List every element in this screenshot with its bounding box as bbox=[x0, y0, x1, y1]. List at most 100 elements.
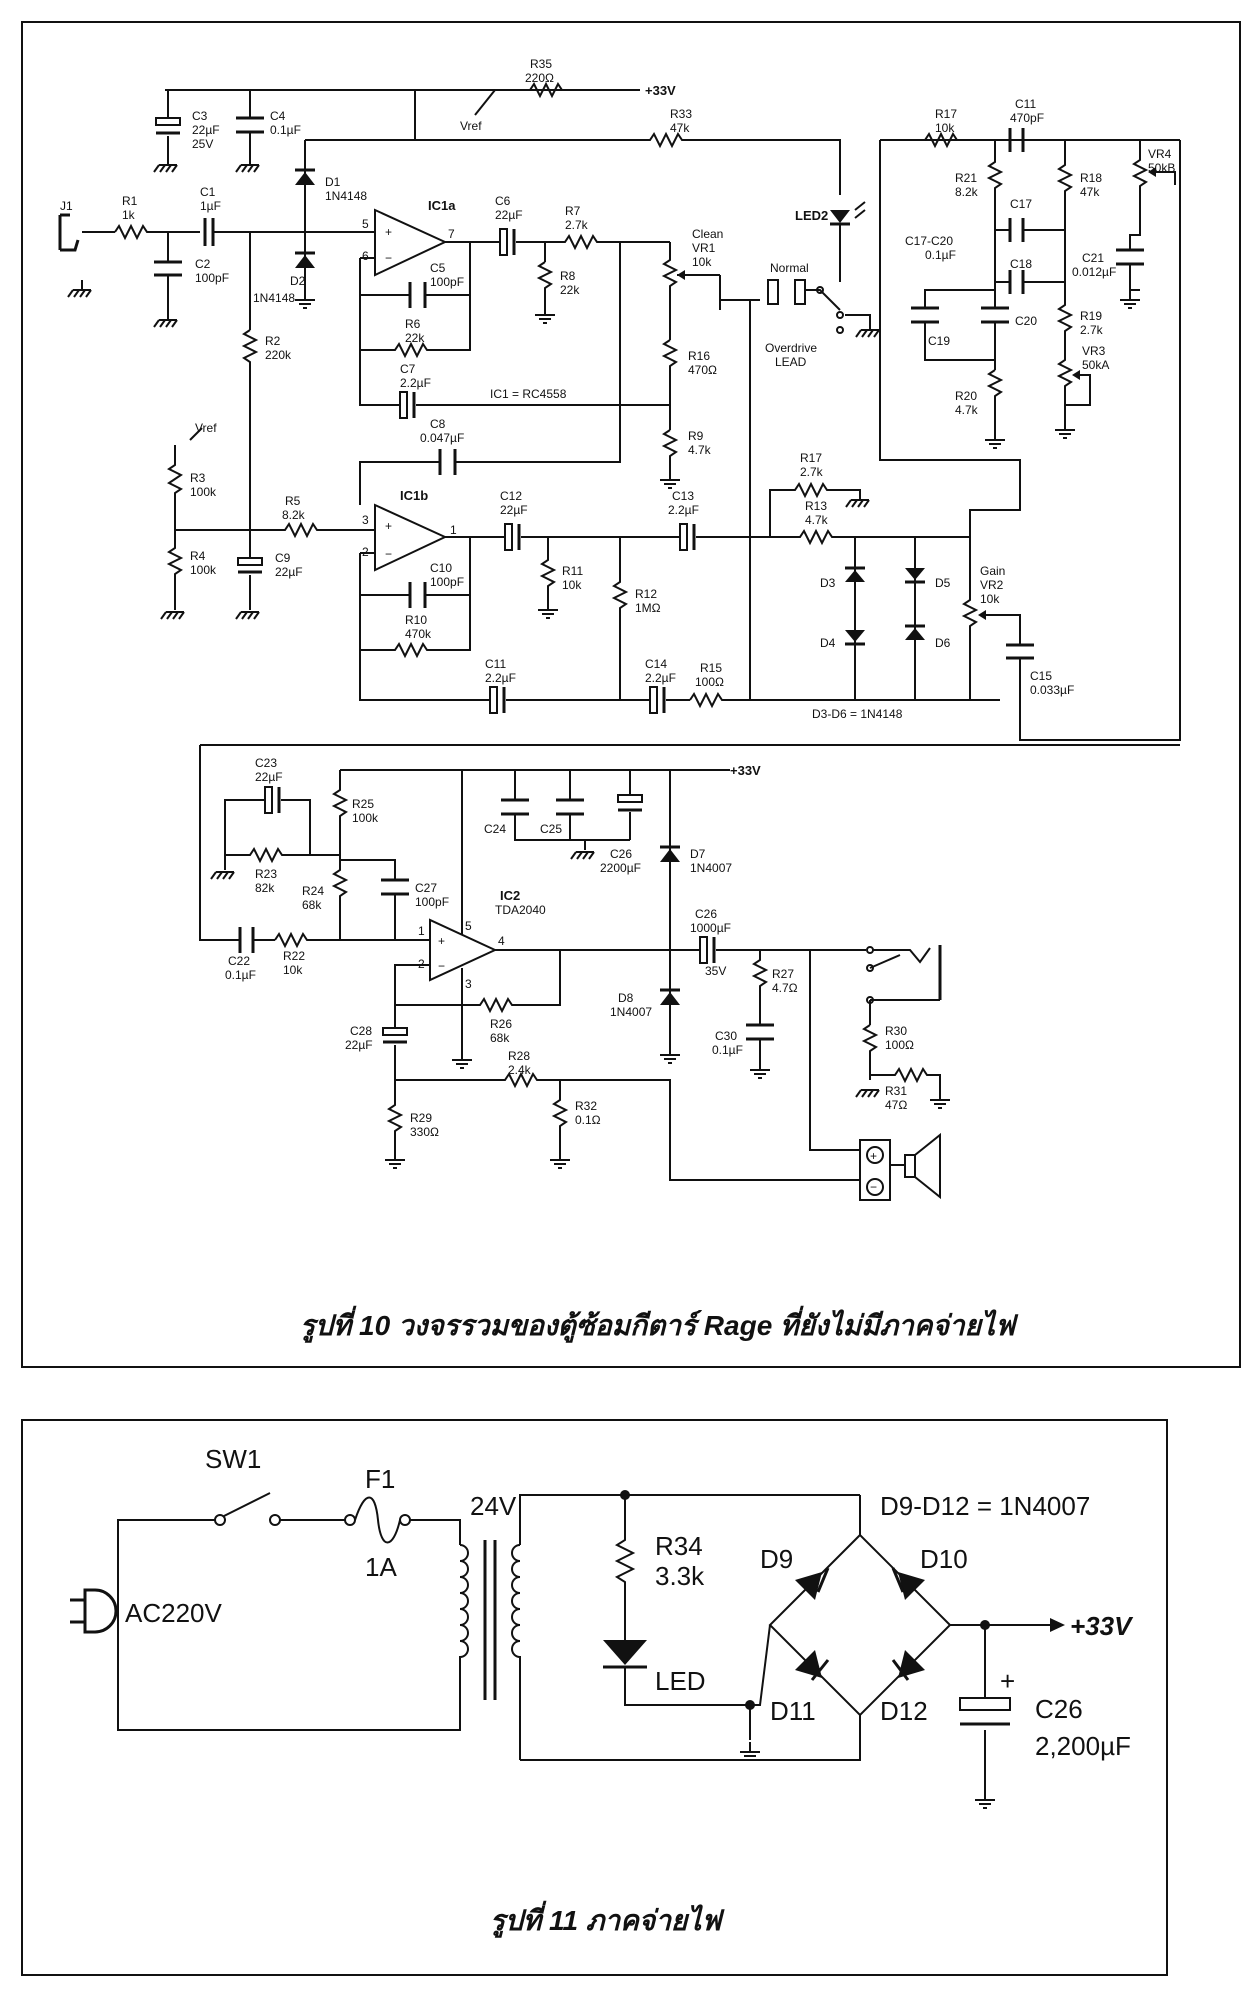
resistor-r17-top: R17 10k bbox=[880, 107, 995, 149]
diode-d1: D1 1N4148 bbox=[295, 139, 415, 232]
fuse-f1: F1 1A bbox=[344, 1464, 461, 1582]
component-label: D5 bbox=[935, 576, 951, 590]
resistor-r18: R18 47k bbox=[1056, 140, 1102, 230]
capacitor-c6: C6 22µF bbox=[490, 194, 545, 256]
capacitor-c11-feedback: C11 2.2µF bbox=[359, 650, 640, 714]
component-label: D1 bbox=[325, 175, 341, 189]
component-label: R20 bbox=[955, 389, 977, 403]
component-label: 100Ω bbox=[885, 1038, 914, 1052]
capacitor-c3: C3 22µF 25V bbox=[153, 90, 220, 173]
component-label: R17 bbox=[800, 451, 822, 465]
component-label: R26 bbox=[490, 1017, 512, 1031]
resistor-r8: R8 22k bbox=[534, 261, 580, 324]
component-label: 24V bbox=[470, 1491, 517, 1521]
component-label: C14 bbox=[645, 657, 667, 671]
component-label: 0.033µF bbox=[1030, 683, 1074, 697]
component-label: Vref bbox=[195, 421, 217, 435]
component-label: R13 bbox=[805, 499, 827, 513]
component-label: 100pF bbox=[430, 575, 464, 589]
component-label: 22µF bbox=[275, 565, 303, 579]
resistor-r26: R26 68k bbox=[394, 950, 561, 1045]
component-label: R24 bbox=[302, 884, 324, 898]
component-label: C5 bbox=[430, 261, 446, 275]
component-label: 3 bbox=[465, 977, 472, 991]
component-label: 22µF bbox=[500, 503, 528, 517]
component-label: C19 bbox=[928, 334, 950, 348]
component-label: 1N4148 bbox=[325, 189, 367, 203]
pot-vr1-clean: Clean VR1 10k bbox=[661, 227, 723, 340]
component-label: C21 bbox=[1082, 251, 1104, 265]
component-label: R32 bbox=[575, 1099, 597, 1113]
resistor-r12: R12 1MΩ bbox=[611, 537, 661, 700]
component-label: 50kA bbox=[1082, 358, 1109, 372]
component-label: 2.4k bbox=[508, 1063, 532, 1077]
component-label: C13 bbox=[672, 489, 694, 503]
component-label: R31 bbox=[885, 1084, 907, 1098]
component-label: SW1 bbox=[205, 1444, 261, 1474]
component-label: R33 bbox=[670, 107, 692, 121]
component-label: 10k bbox=[980, 592, 1000, 606]
resistor-r30: R30 100Ω bbox=[855, 1024, 914, 1098]
component-label: 4.7k bbox=[805, 513, 829, 527]
component-label: Vref bbox=[460, 119, 482, 133]
amp-section-border bbox=[199, 744, 1180, 941]
capacitor-c30: C30 0.1µF bbox=[712, 1015, 774, 1079]
resistor-r31: R31 47Ω bbox=[870, 1066, 951, 1112]
capacitor-c9: C9 22µF bbox=[235, 530, 303, 620]
capacitor-c14: C14 2.2µF bbox=[640, 657, 690, 714]
svg-text:+: + bbox=[1000, 1666, 1015, 1696]
capacitor-c7: C7 2.2µF bbox=[359, 350, 670, 419]
component-label: 0.047µF bbox=[420, 431, 464, 445]
resistor-r4: R4 100k bbox=[160, 529, 260, 620]
component-label: C10 bbox=[430, 561, 452, 575]
component-label: D12 bbox=[880, 1696, 928, 1726]
component-label: C2 bbox=[195, 257, 211, 271]
fig10-frame bbox=[21, 21, 1241, 1368]
component-label: D4 bbox=[820, 636, 836, 650]
resistor-r10: R10 470k bbox=[359, 595, 471, 659]
component-label: IC2 bbox=[500, 888, 520, 903]
component-label: 47k bbox=[1080, 185, 1100, 199]
component-label: 1N4007 bbox=[610, 1005, 652, 1019]
component-label: C11 bbox=[1015, 97, 1036, 111]
component-label: IC1b bbox=[400, 488, 428, 503]
component-label: IC1a bbox=[428, 198, 456, 213]
component-label: 68k bbox=[302, 898, 322, 912]
capacitor-c19: C19 bbox=[911, 282, 996, 361]
component-label: R2 bbox=[265, 334, 281, 348]
component-label: R23 bbox=[255, 867, 277, 881]
component-label: Clean bbox=[692, 227, 723, 241]
component-label: 22µF bbox=[255, 770, 283, 784]
diode-d2: D2 1N4148 bbox=[253, 232, 316, 309]
component-label: 10k bbox=[562, 578, 582, 592]
component-label: C9 bbox=[275, 551, 291, 565]
capacitor-c26-output: C26 1000µF 35V bbox=[670, 907, 810, 978]
component-label: R4 bbox=[190, 549, 206, 563]
component-label: C20 bbox=[1015, 314, 1037, 328]
capacitor-c15: C15 0.033µF bbox=[880, 139, 1181, 741]
component-label: 1 bbox=[450, 523, 457, 537]
component-label: 35V bbox=[705, 964, 726, 978]
component-label: 1 bbox=[418, 924, 425, 938]
component-label: 68k bbox=[490, 1031, 510, 1045]
component-label: 0.012µF bbox=[1072, 265, 1116, 279]
resistor-r9: R9 4.7k bbox=[659, 429, 712, 489]
component-label: 4 bbox=[498, 934, 505, 948]
component-label: C11 bbox=[485, 657, 506, 671]
component-label: 100pF bbox=[195, 271, 229, 285]
switch-sw1: SW1 bbox=[205, 1444, 345, 1526]
component-label: 6 bbox=[362, 249, 369, 263]
component-label: Gain bbox=[980, 564, 1005, 578]
component-label: 2.2µF bbox=[645, 671, 676, 685]
resistor-r22: R22 10k bbox=[274, 931, 430, 977]
resistor-r34: R34 3.3k bbox=[614, 1490, 705, 1640]
tone-feed-wire bbox=[879, 140, 1021, 537]
component-label: 0.1Ω bbox=[575, 1113, 601, 1127]
component-label: C15 bbox=[1030, 669, 1052, 683]
led-power: LED bbox=[603, 1640, 750, 1706]
resistor-r27: R27 4.7Ω bbox=[751, 950, 798, 1015]
component-label: 1µF bbox=[200, 199, 221, 213]
component-label: C4 bbox=[270, 109, 286, 123]
component-label: C18 bbox=[1010, 257, 1032, 271]
component-label: 100pF bbox=[415, 895, 449, 909]
